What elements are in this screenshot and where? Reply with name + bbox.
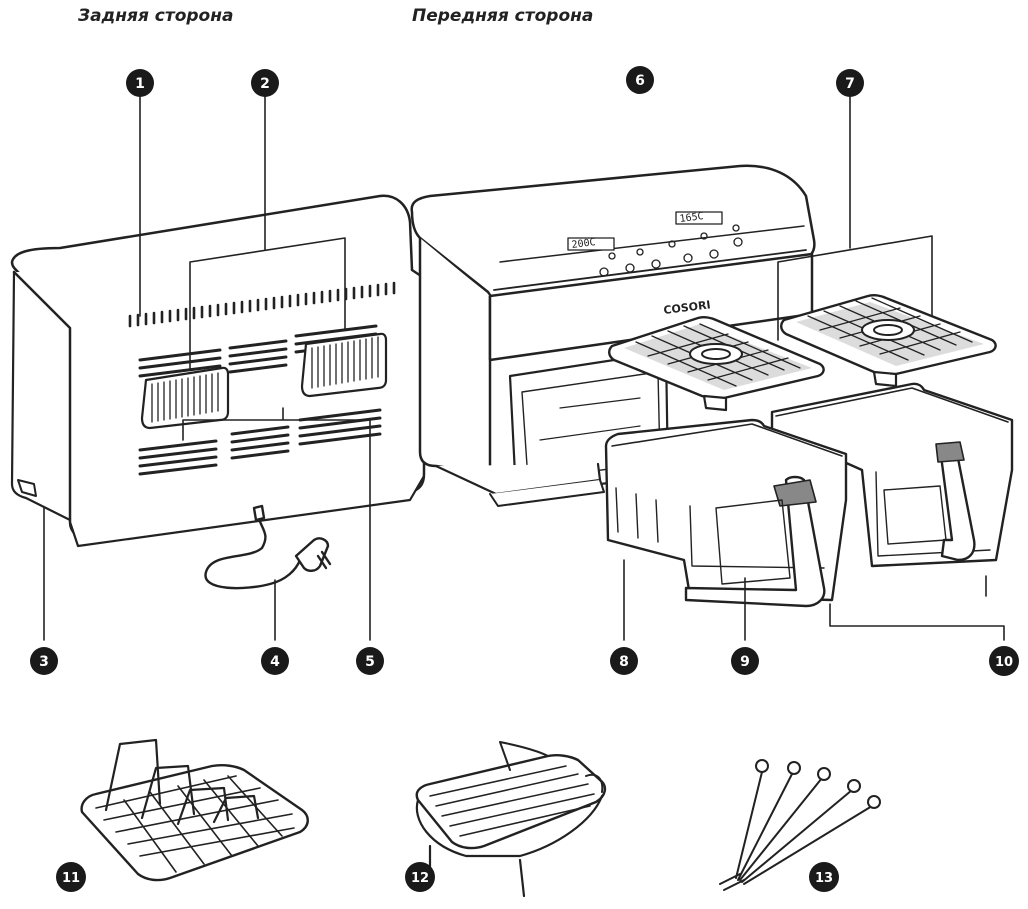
label-6: 6 bbox=[626, 66, 654, 94]
front-side-heading: Передняя сторона bbox=[412, 6, 594, 26]
svg-text:4: 4 bbox=[270, 654, 280, 670]
label-5: 5 bbox=[356, 647, 384, 675]
label-4: 4 bbox=[261, 647, 289, 675]
label-12: 12 bbox=[405, 862, 435, 892]
svg-text:10: 10 bbox=[995, 655, 1013, 670]
svg-text:2: 2 bbox=[260, 76, 270, 92]
svg-text:5: 5 bbox=[365, 654, 375, 670]
label-8: 8 bbox=[610, 647, 638, 675]
exhaust-flaps bbox=[140, 332, 388, 430]
label-badges: 1 2 3 4 5 6 7 8 bbox=[30, 66, 1019, 892]
crisper-plate-right bbox=[780, 293, 997, 388]
back-foot-left bbox=[17, 479, 37, 497]
display-right: 165C bbox=[679, 211, 704, 225]
svg-text:12: 12 bbox=[411, 871, 429, 886]
accessory-rack bbox=[80, 738, 309, 882]
display-left: 200C bbox=[571, 237, 596, 251]
power-cord bbox=[204, 504, 332, 590]
back-base bbox=[68, 474, 426, 548]
label-9: 9 bbox=[731, 647, 759, 675]
label-3: 3 bbox=[30, 647, 58, 675]
basket-left bbox=[604, 418, 848, 608]
label-2: 2 bbox=[251, 69, 279, 97]
svg-text:11: 11 bbox=[62, 871, 80, 886]
crisper-plate-left bbox=[608, 315, 825, 412]
svg-text:8: 8 bbox=[619, 654, 629, 670]
accessory-raised-rack bbox=[415, 741, 607, 898]
svg-text:6: 6 bbox=[635, 73, 645, 89]
svg-text:13: 13 bbox=[815, 871, 833, 886]
back-view-unit bbox=[10, 194, 426, 590]
svg-text:1: 1 bbox=[135, 76, 145, 92]
basket-left-handle bbox=[684, 475, 826, 608]
label-13: 13 bbox=[809, 862, 839, 892]
svg-text:7: 7 bbox=[845, 76, 855, 92]
control-panel-edge bbox=[493, 249, 807, 291]
svg-text:9: 9 bbox=[740, 654, 750, 670]
accessory-skewers bbox=[719, 759, 881, 891]
leader-lines bbox=[43, 95, 1005, 641]
label-1: 1 bbox=[126, 69, 154, 97]
label-11: 11 bbox=[56, 862, 86, 892]
back-body-side bbox=[10, 270, 72, 522]
basket-right bbox=[770, 382, 1014, 568]
back-side-heading: Задняя сторона bbox=[78, 6, 234, 26]
label-7: 7 bbox=[836, 69, 864, 97]
brand-logo: COSORI bbox=[663, 298, 711, 317]
svg-text:3: 3 bbox=[39, 654, 49, 670]
label-10: 10 bbox=[989, 646, 1019, 676]
back-vent-slots bbox=[128, 281, 396, 328]
front-view-unit: 200C 165C COSORI bbox=[410, 164, 816, 507]
control-panel bbox=[567, 211, 743, 277]
